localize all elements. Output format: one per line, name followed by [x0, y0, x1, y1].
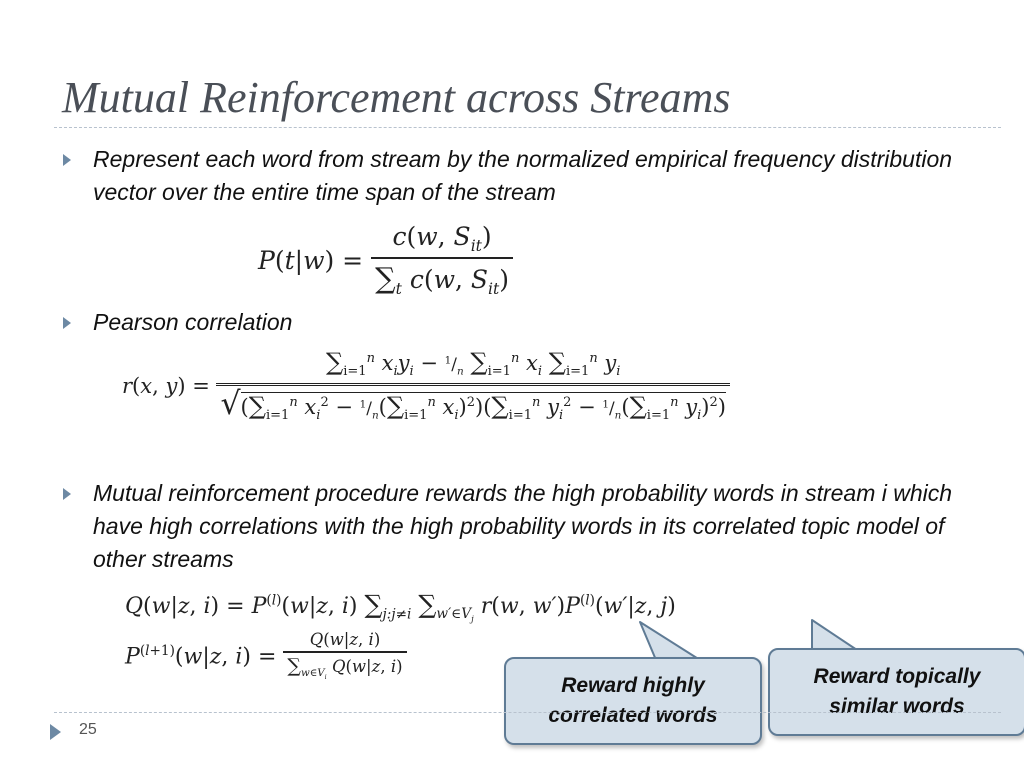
formula-p-update: P(l+1)(w|z, i) = Q(w|z, i) ∑w∈Vi Q(w|z, … [125, 630, 407, 681]
title-divider [54, 127, 1001, 128]
footer-arrow-icon [50, 724, 61, 740]
callout-left-text: Reward highly correlated words [548, 674, 718, 727]
bullet-3: Mutual reinforcement procedure rewards t… [93, 480, 953, 572]
callout-right-text: Reward topically similar words [813, 665, 981, 718]
page-number: 25 [79, 721, 97, 738]
bullet-arrow-icon [63, 317, 71, 329]
slide-title: Mutual Reinforcement across Streams [62, 73, 731, 122]
formula-pearson: r(x, y) = ∑i=1n xiyi − 1/n ∑i=1n xi ∑i=1… [122, 348, 730, 423]
bullet-1: Represent each word from stream by the n… [93, 146, 953, 205]
formula-q-update: Q(w|z, i) = P(l)(w|z, i) ∑j:j≠i ∑w′∈Vj r… [125, 590, 676, 625]
bullet-arrow-icon [63, 154, 71, 166]
bullet-2: Pearson correlation [93, 309, 293, 335]
formula-probability: P(t|w) = c(w, Sit) ∑t c(w, Sit) [258, 222, 513, 298]
bullet-arrow-icon [63, 488, 71, 500]
callout-reward-similar: Reward topically similar words [768, 648, 1024, 736]
footer-divider [54, 712, 1001, 713]
callout-reward-correlated: Reward highly correlated words [504, 657, 762, 745]
